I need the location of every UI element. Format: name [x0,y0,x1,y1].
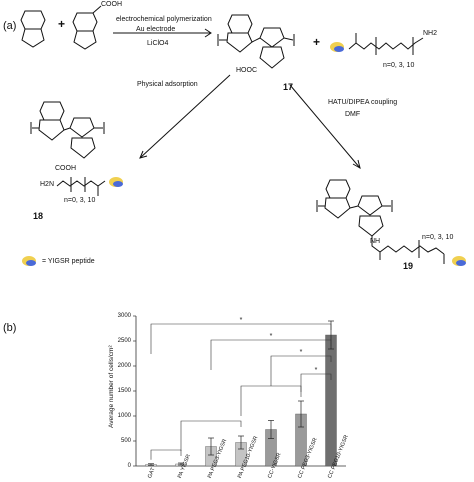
compound-18-label: 18 [33,211,44,221]
coupling-label-1: HATU/DIPEA coupling [328,99,398,106]
legend-yigsr-label: = YIGSR peptide [42,258,95,265]
h2n-18-label: H2N [40,181,55,188]
significance-bracket [180,420,242,451]
prodot-cooh-structure [72,5,102,50]
yigsr-peptide-icons [22,42,466,266]
significance-bracket [150,323,332,354]
significance-bracket [300,373,332,397]
polymer-19-structure [316,179,445,264]
y-tick-label: 2500 [117,337,131,344]
hooc-17-label: HOOC [236,67,257,74]
y-tick-label: 2000 [117,362,131,369]
significance-bracket [240,385,302,416]
plus-sign-2: + [313,35,321,49]
significance-star: * [240,317,243,324]
nh-19-label: NH [370,238,381,245]
nh2-label: NH2 [423,30,438,37]
edot-monomer-structure [20,10,46,48]
y-tick-label: 1500 [117,387,131,394]
panel-a-label: (a) [3,20,17,32]
y-tick-label: 0 [127,462,131,469]
y-tick-label: 3000 [117,312,131,319]
significance-bracket [270,355,332,386]
n-values-18: n=0, 3, 10 [64,197,96,204]
significance-star: * [270,333,273,340]
reaction-condition-3: LiClO4 [147,40,169,47]
y-tick-label: 500 [120,437,131,444]
reaction-condition-1: electrochemical polymerization [116,16,212,23]
y-tick-label: 1000 [117,412,131,419]
panel-b-label: (b) [3,322,17,334]
significance-bracket [150,449,182,460]
n-values-reagent: n=0, 3, 10 [383,62,415,69]
y-axis-title: Average number of cells/cm² [108,345,115,428]
physical-adsorption-label: Physical adsorption [137,81,198,88]
peg-amine-chain [348,37,424,50]
n-values-19: n=0, 3, 10 [422,234,454,241]
cooh-label: COOH [101,1,122,8]
significance-star: * [315,367,318,374]
compound-19-label: 19 [403,261,414,271]
coupling-label-2: DMF [345,111,361,118]
significance-bracket [210,339,332,370]
cooh-18-label: COOH [55,165,76,172]
polymer-17-structure [217,14,295,69]
plus-sign-1: + [58,17,66,31]
polymer-18-structure [30,101,106,196]
significance-star: * [300,349,303,356]
compound-17-label: 17 [283,82,294,92]
bar [325,334,337,467]
reaction-condition-2: Au electrode [136,26,176,33]
